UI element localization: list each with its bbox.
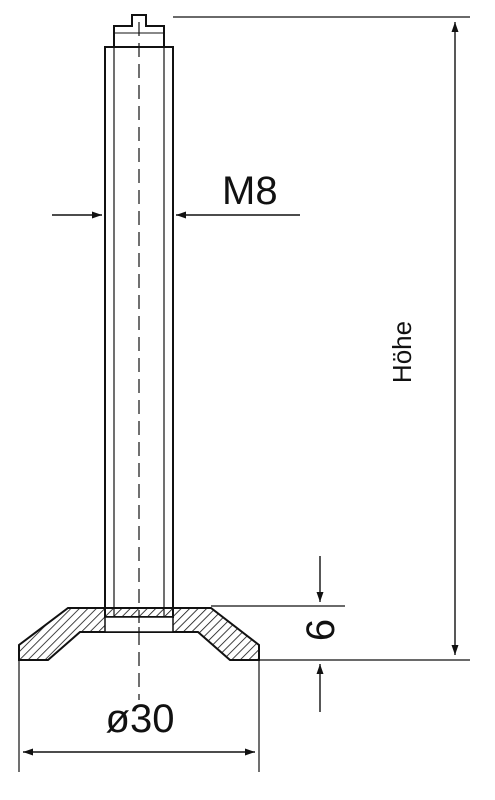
height-dimension: Höhe xyxy=(173,16,470,661)
diameter-label: ø30 xyxy=(106,697,175,741)
slotted-head xyxy=(113,14,165,47)
threaded-stem xyxy=(104,22,174,700)
base-thickness-dimension: 6 xyxy=(211,556,345,712)
height-label: Höhe xyxy=(387,321,417,383)
base-thickness-label: 6 xyxy=(299,619,343,641)
thread-dimension: M8 xyxy=(52,169,300,219)
base-foot xyxy=(18,607,260,661)
diameter-dimension: ø30 xyxy=(18,660,260,772)
thread-label: M8 xyxy=(222,169,278,213)
